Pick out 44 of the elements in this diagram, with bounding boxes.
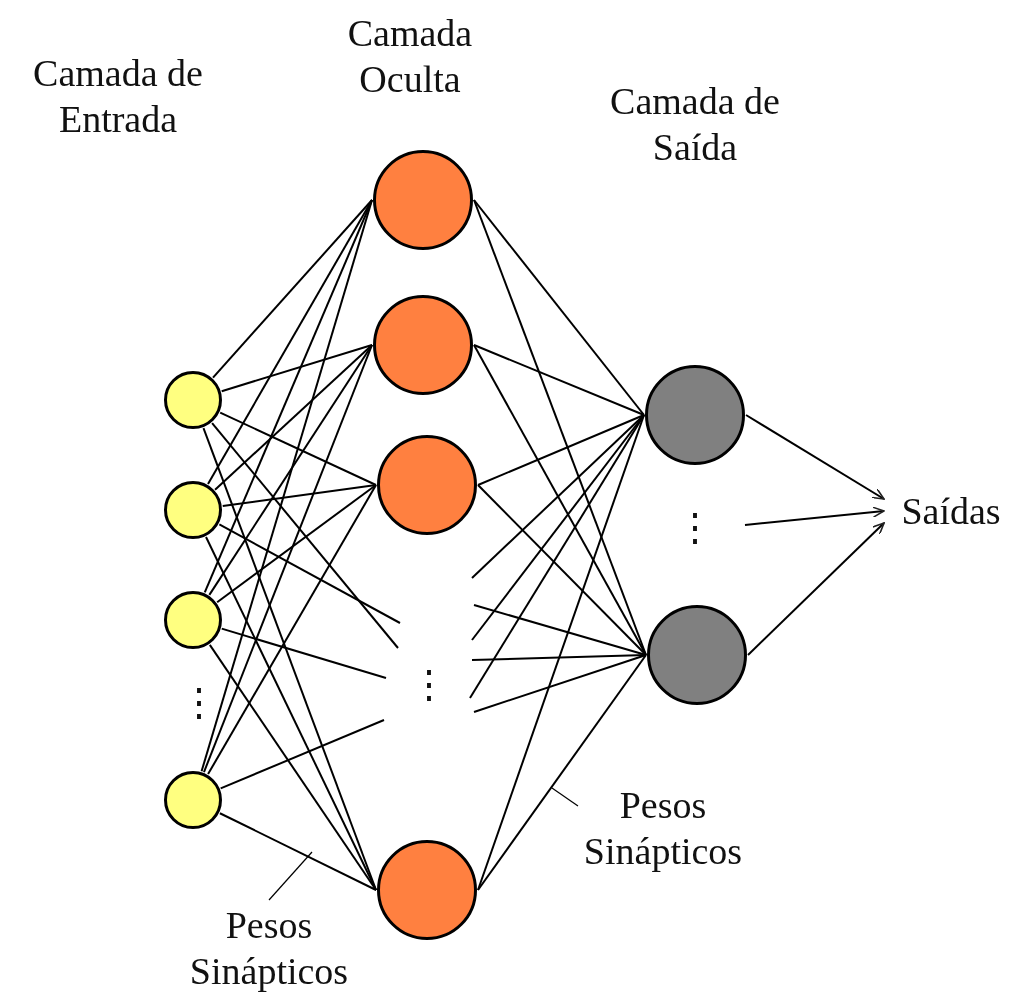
connection-line	[219, 719, 385, 790]
connection-line	[218, 812, 377, 891]
connection-line	[203, 344, 373, 774]
leader-line	[551, 787, 579, 807]
input-neuron	[164, 591, 222, 649]
callout-label: Pesos Sinápticos	[188, 902, 350, 994]
input-neuron	[164, 481, 222, 539]
connection-line	[212, 199, 373, 379]
ellipsis: ⋮	[180, 681, 210, 726]
connection-line	[200, 199, 373, 773]
output-arrow	[745, 414, 885, 500]
output-arrow	[744, 506, 885, 526]
connection-line	[473, 344, 645, 416]
connection-line	[477, 654, 647, 891]
connection-line	[207, 199, 373, 485]
callout-label: Pesos Sinápticos	[582, 782, 744, 874]
ellipsis: ⋮	[410, 663, 440, 708]
connection-line	[221, 484, 377, 507]
connection-line	[214, 344, 373, 491]
connection-line	[207, 484, 377, 776]
connection-line	[220, 627, 387, 679]
connection-line	[216, 484, 377, 604]
connection-line	[477, 414, 645, 891]
input-neuron	[164, 371, 222, 429]
connection-line	[477, 414, 645, 486]
output-arrow	[747, 522, 885, 656]
connection-line	[220, 344, 373, 393]
connection-line	[218, 523, 401, 624]
connection-line	[211, 422, 399, 649]
connection-line	[219, 411, 377, 486]
connection-line	[208, 344, 373, 596]
connection-line	[208, 643, 377, 891]
output-label: Saídas	[888, 488, 1014, 534]
leader-line	[268, 851, 313, 901]
connection-line	[473, 604, 647, 656]
layer-title: Camada de Saída	[609, 79, 781, 170]
layer-title: Camada de Entrada	[32, 51, 204, 142]
ellipsis: ⋮	[676, 506, 706, 551]
connection-line	[473, 199, 645, 416]
connection-line	[205, 536, 377, 891]
layer-title: Camada Oculta	[346, 11, 474, 102]
connection-line	[473, 654, 647, 713]
input-neuron	[164, 771, 222, 829]
connection-line	[477, 484, 647, 656]
